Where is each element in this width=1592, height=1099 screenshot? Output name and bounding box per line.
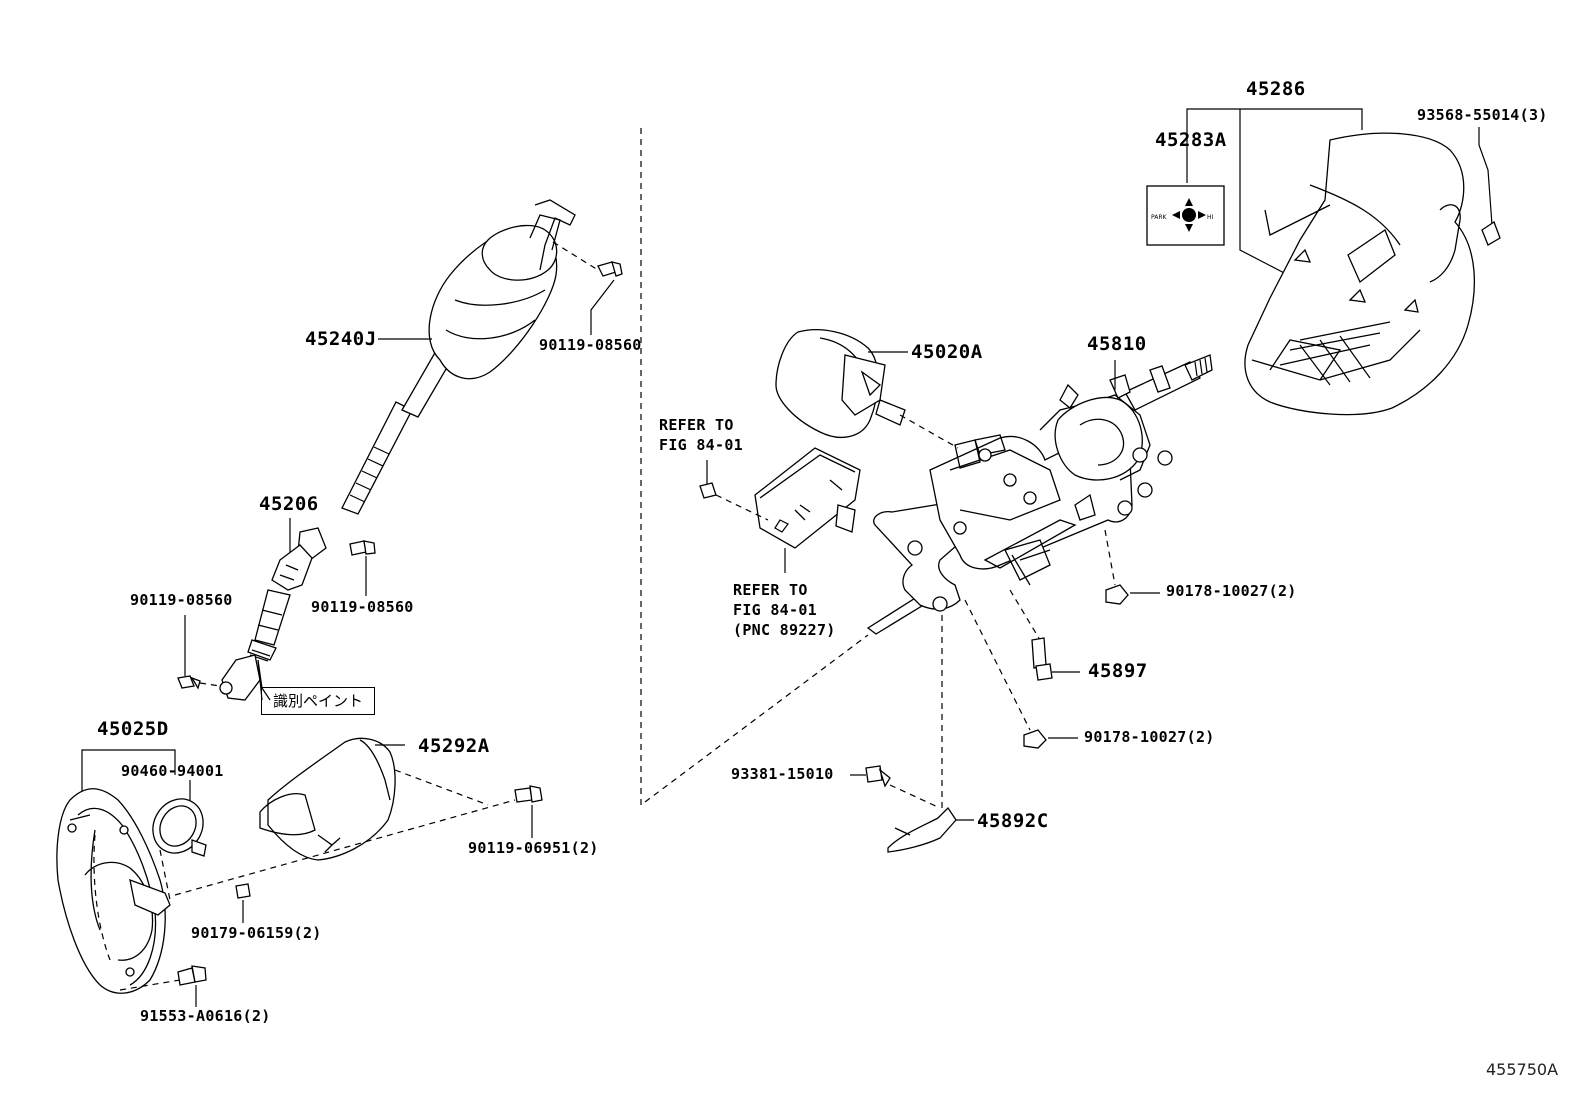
- part-label-93381: 93381-15010: [731, 765, 834, 783]
- part-label-45206: 45206: [259, 493, 319, 515]
- part-label-45897: 45897: [1088, 660, 1148, 682]
- part-label-90119-top: 90119-08560: [539, 336, 642, 354]
- part-label-93568: 93568-55014(3): [1417, 106, 1548, 124]
- bracket-45286: [1186, 108, 1363, 277]
- computer-unit-icon: [754, 447, 861, 573]
- clamp-90460-icon: [152, 798, 207, 857]
- reference-note-1: REFER TO FIG 84-01: [659, 415, 743, 455]
- part-label-90119-mid: 90119-08560: [311, 598, 414, 616]
- bolt-90119-mid-icon: [349, 540, 376, 596]
- reference-note-1-line1: REFER TO: [659, 416, 734, 434]
- leader-90178-a-dash: [1104, 529, 1116, 586]
- leader-90178-b-dash: [964, 599, 1031, 731]
- part-label-45283A: 45283A: [1155, 129, 1227, 151]
- tilt-switch-label-icon: PARK HI: [1146, 185, 1225, 246]
- reference-note-2-line1: REFER TO: [733, 581, 808, 599]
- part-label-45240J: 45240J: [305, 328, 377, 350]
- nut-90178-b-icon: [1023, 729, 1078, 749]
- long-dash-cover-to-bolt: [174, 799, 516, 896]
- identification-paint-note: 識別ペイント: [261, 687, 375, 715]
- bolt-91553-icon: [177, 965, 207, 1007]
- diagram-code: 455750A: [1486, 1060, 1559, 1079]
- bracket-45892C-icon: [887, 806, 974, 853]
- reference-note-1-line2: FIG 84-01: [659, 436, 743, 454]
- bolt-90119-left-icon: [177, 615, 221, 690]
- bolt-ref1-icon: [699, 460, 769, 521]
- leader-45292A-dash: [394, 769, 489, 806]
- leader-45897-dash: [1009, 589, 1041, 641]
- bolt-93381-icon: [850, 765, 941, 809]
- part-label-90119-left: 90119-08560: [130, 591, 233, 609]
- nut-90178-a-icon: [1105, 584, 1160, 605]
- nut-90179-icon: [235, 883, 251, 923]
- part-label-90178-a: 90178-10027(2): [1166, 582, 1297, 600]
- part-label-45286: 45286: [1246, 78, 1306, 100]
- column-hole-cover-icon: [56, 788, 171, 994]
- bolt-90119-top-icon: [590, 261, 623, 335]
- universal-joint-icon: [219, 527, 327, 701]
- lock-assembly-icon: [775, 329, 959, 449]
- part-label-90178-b: 90178-10027(2): [1084, 728, 1215, 746]
- bolt-90119-06951-icon: [514, 785, 543, 838]
- part-label-45892C: 45892C: [977, 810, 1049, 832]
- group-boundary-line: [640, 128, 869, 807]
- svg-text:PARK: PARK: [1151, 214, 1168, 221]
- bracket-45025D: [81, 749, 176, 820]
- part-label-45025D: 45025D: [97, 718, 169, 740]
- svg-text:HI: HI: [1207, 214, 1214, 221]
- steering-column-assembly-icon: [866, 354, 1213, 635]
- bolt-45897-icon: [1031, 637, 1080, 681]
- part-label-45810: 45810: [1087, 333, 1147, 355]
- part-label-91553: 91553-A0616(2): [140, 1007, 271, 1025]
- steering-column-cover-icon: [1244, 132, 1475, 416]
- leader-clamp-dash: [159, 849, 171, 901]
- reference-note-2-line3: (PNC 89227): [733, 621, 836, 639]
- part-label-90460: 90460-94001: [121, 762, 224, 780]
- part-label-90179: 90179-06159(2): [191, 924, 322, 942]
- part-label-45020A: 45020A: [911, 341, 983, 363]
- part-label-90119-06951: 90119-06951(2): [468, 839, 599, 857]
- part-label-45292A: 45292A: [418, 735, 490, 757]
- column-cover-45292A-icon: [259, 737, 405, 861]
- screw-93568-icon: [1478, 127, 1501, 246]
- intermediate-shaft-icon: [341, 199, 599, 515]
- reference-note-2-line2: FIG 84-01: [733, 601, 817, 619]
- reference-note-2: REFER TO FIG 84-01 (PNC 89227): [733, 580, 836, 640]
